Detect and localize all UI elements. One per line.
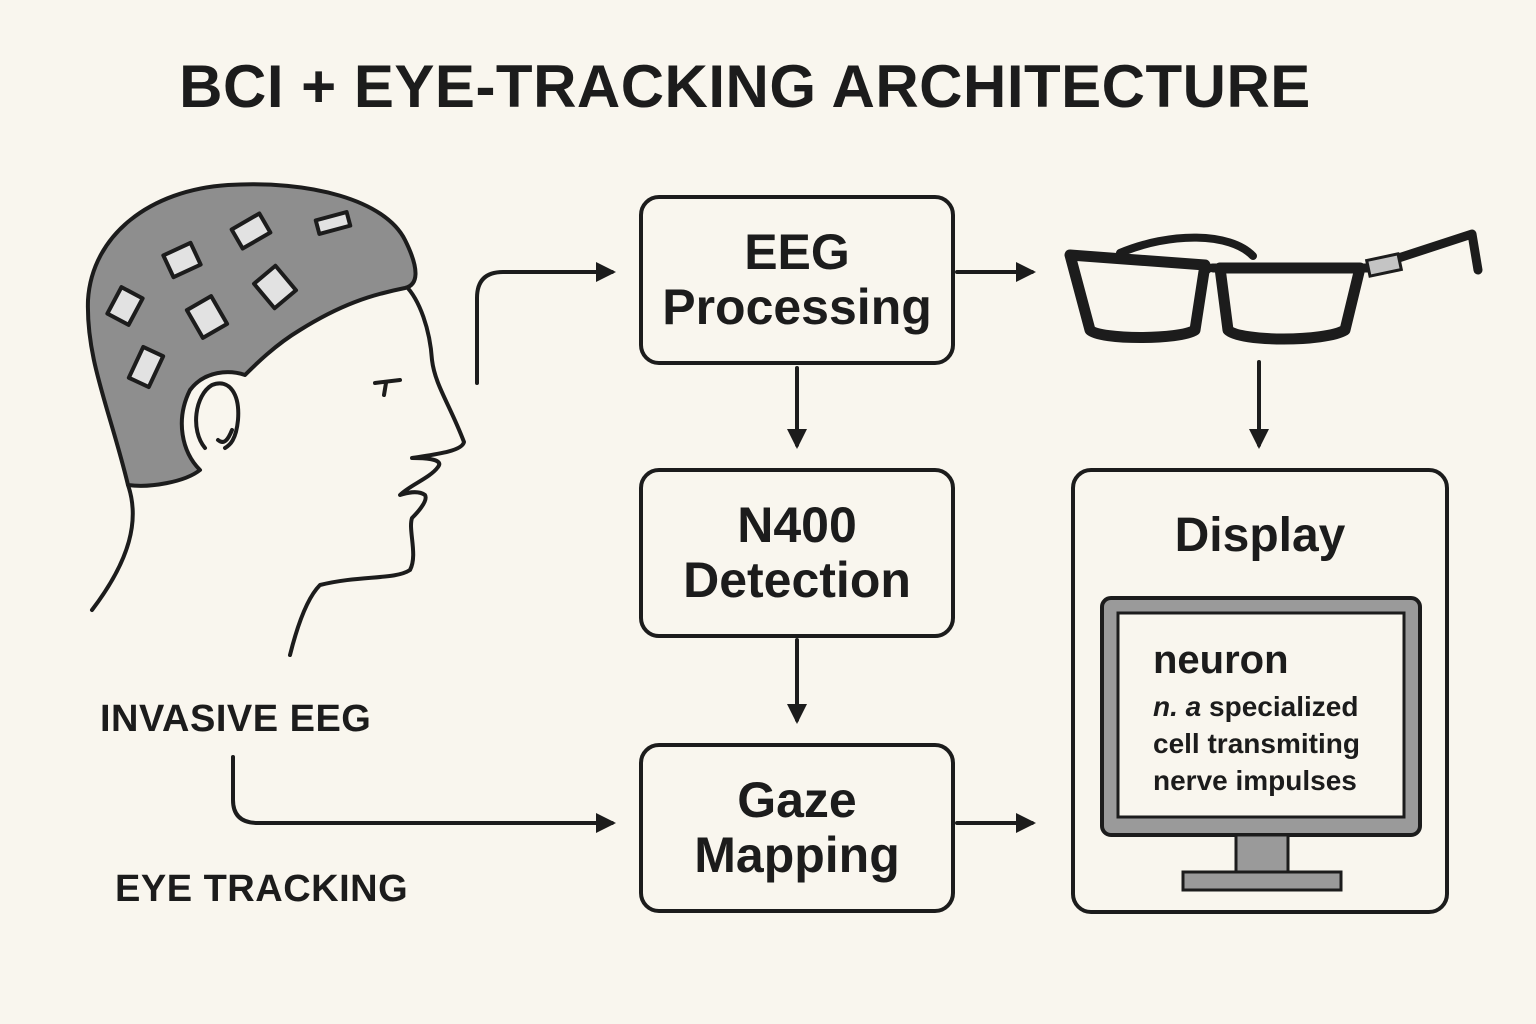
monitor-icon [1100,596,1422,892]
eyeglasses-icon [1064,229,1483,345]
gaze-mapping-line2: Mapping [694,827,900,883]
head-with-eeg-cap-icon [85,182,466,657]
invasive-eeg-label: INVASIVE EEG [100,698,372,740]
eeg-processing-line2: Processing [662,279,932,335]
part-of-speech: n. a [1153,691,1202,722]
n400-detection-box: N400 Detection [639,468,955,638]
arrow-eye-tracking-to-gaze [231,755,616,833]
gaze-mapping-box: Gaze Mapping [639,743,955,913]
display-box [1071,468,1449,914]
arrow-head-to-eeg [475,262,616,385]
diagram-title: BCI + EYE-TRACKING ARCHITECTURE [179,53,1311,120]
monitor-definition: n. a specialized cell transmiting nerve … [1153,688,1403,799]
n400-detection-line1: N400 [737,497,857,553]
definition-text: specialized cell transmiting nerve impul… [1153,691,1360,796]
eeg-processing-line1: EEG [744,224,850,280]
eeg-processing-box: EEG Processing [639,195,955,365]
display-title: Display [1174,509,1346,562]
gaze-mapping-line1: Gaze [737,772,857,828]
eye-tracking-label: EYE TRACKING [115,868,409,910]
monitor-word: neuron [1153,638,1289,682]
n400-detection-line2: Detection [683,552,911,608]
